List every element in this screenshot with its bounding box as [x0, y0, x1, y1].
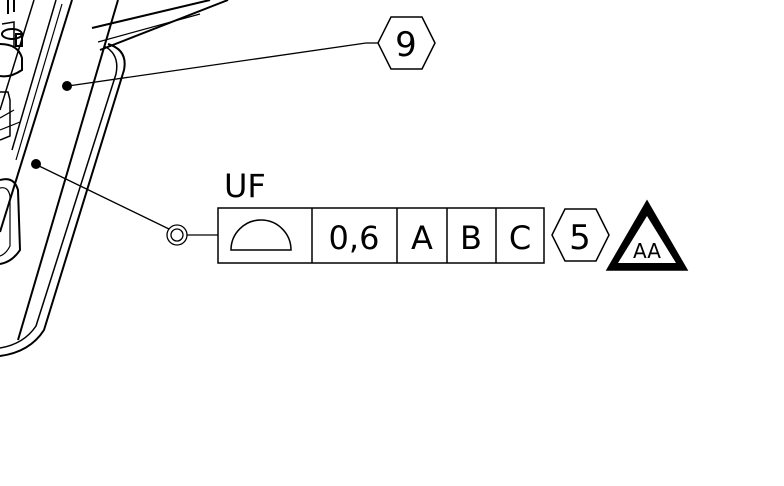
datum-b: B: [460, 219, 482, 257]
leader-dot: [31, 159, 41, 169]
feature-control-frame: 0,6 A B C: [217, 207, 545, 264]
all-around-circle-icon: [166, 224, 188, 246]
modifier-label: UF: [224, 167, 266, 205]
tolerance-value: 0,6: [329, 219, 380, 257]
balloon-9-label: 9: [395, 25, 417, 65]
leader-balloon-9: [62, 42, 378, 91]
datum-c: C: [509, 219, 531, 257]
balloon-9: 9: [377, 16, 436, 70]
balloon-5-label: 5: [569, 218, 591, 258]
classification-label: AA: [633, 239, 661, 263]
datum-a: A: [411, 219, 433, 257]
classification-triangle-icon: AA: [605, 199, 689, 271]
leader-dot: [62, 81, 72, 91]
profile-of-a-surface-icon: [230, 219, 292, 251]
leader-fcf: [31, 159, 218, 246]
balloon-5: 5: [551, 208, 610, 262]
part-geometry: [0, 0, 229, 357]
